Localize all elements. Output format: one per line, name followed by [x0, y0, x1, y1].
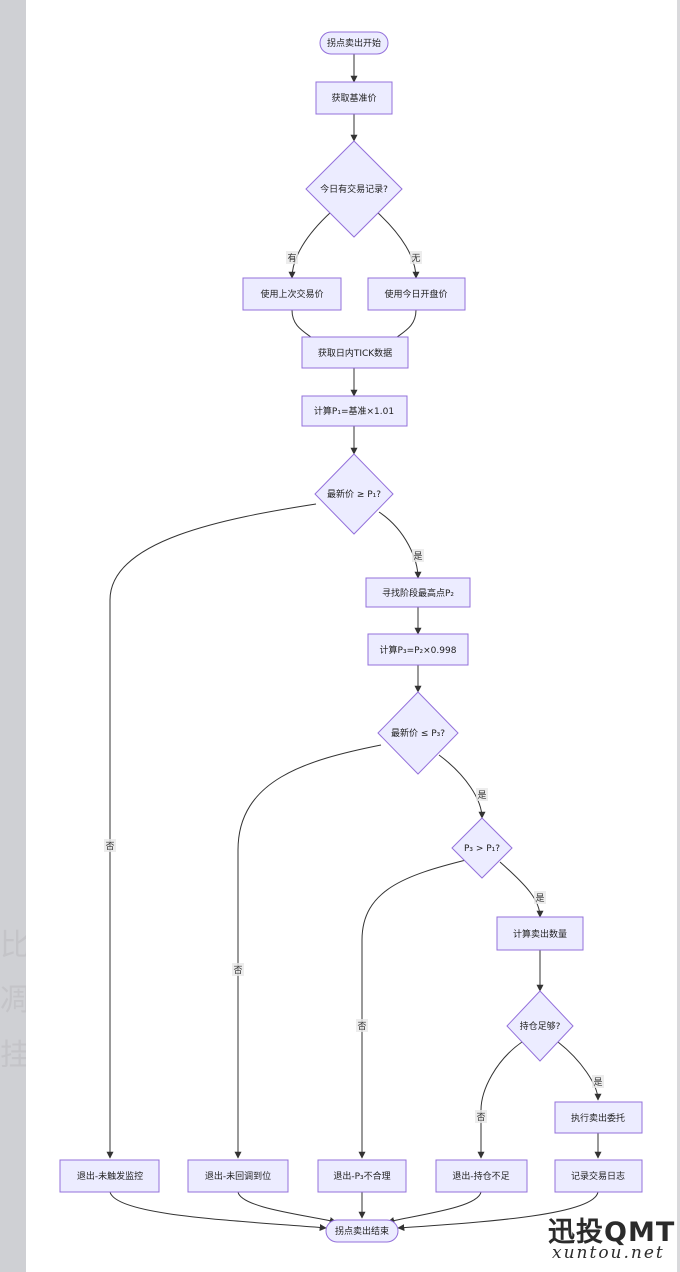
- node-get-tick: 获取日内TICK数据: [301, 336, 409, 369]
- edge-p3p1-no: [358, 859, 467, 1159]
- node-exec-sell: 执行卖出委托: [554, 1101, 643, 1134]
- node-cmp-p1-label: 最新价 ≥ P₁?: [327, 488, 381, 500]
- edge-label-no: 否: [233, 965, 242, 976]
- edge-decision-open: [376, 211, 420, 279]
- node-end-label: 拐点卖出结束: [335, 1225, 389, 1237]
- node-exit-p3-bad-label: 退出-P₃不合理: [333, 1170, 390, 1182]
- node-get-base-label: 获取基准价: [331, 92, 376, 104]
- node-has-trade: 今日有交易记录?: [305, 140, 403, 238]
- node-cmp-p3: 最新价 ≤ P₃?: [377, 691, 459, 775]
- node-start-label: 拐点卖出开始: [327, 37, 381, 49]
- edge-label-yes: 是: [535, 893, 544, 904]
- node-get-tick-label: 获取日内TICK数据: [318, 347, 392, 359]
- node-enough: 持仓足够?: [506, 990, 574, 1062]
- node-find-p2-label: 寻找阶段最高点P₂: [382, 587, 454, 599]
- node-use-last-label: 使用上次交易价: [260, 288, 323, 300]
- node-calc-p1-label: 计算P₁=基准×1.01: [314, 405, 394, 417]
- watermark-logo: 迅投QMT: [548, 1217, 676, 1248]
- node-calc-p3-label: 计算P₃=P₂×0.998: [380, 644, 457, 656]
- edge-enough-no: [477, 1041, 523, 1159]
- node-use-open: 使用今日开盘价: [367, 277, 466, 311]
- edge-label-no: 否: [105, 841, 114, 852]
- edge-label-has: 有: [287, 252, 296, 264]
- edge-exit1-end: [109, 1191, 327, 1231]
- node-cmp-p3p1: P₃ > P₁?: [451, 817, 513, 879]
- edge-label-yes: 是: [593, 1077, 602, 1088]
- node-end: 拐点卖出结束: [325, 1219, 399, 1243]
- edge-exit2-end: [237, 1191, 337, 1224]
- background-text: 挂: [0, 1038, 30, 1073]
- edge-label-no: 否: [476, 1112, 485, 1123]
- node-log-label: 记录交易日志: [571, 1170, 625, 1182]
- node-cmp-p3-label: 最新价 ≤ P₃?: [391, 727, 445, 739]
- node-exit-no-pullback: 退出-未回调到位: [187, 1159, 289, 1193]
- flowchart: 有 无 是 否 是 否 是 否 是 否 拐点卖出开始 获取基准价 今日有交易记录…: [59, 31, 643, 1243]
- background-text: 比: [0, 928, 30, 963]
- node-use-last: 使用上次交易价: [242, 277, 342, 311]
- edge-cmp-p1-yes: [378, 511, 422, 579]
- node-exit-no-position-label: 退出-持仓不足: [452, 1170, 509, 1182]
- edge-label-yes: 是: [477, 790, 486, 801]
- node-exit-no-position: 退出-持仓不足: [435, 1159, 528, 1193]
- edge-labels: 有 无 是 否 是 否 是 否 是 否: [104, 251, 604, 1123]
- node-find-p2: 寻找阶段最高点P₂: [365, 577, 471, 608]
- edge-exit4-end: [387, 1191, 482, 1224]
- node-get-base: 获取基准价: [315, 81, 393, 115]
- edge-label-yes: 是: [413, 551, 422, 562]
- node-exit-no-pullback-label: 退出-未回调到位: [205, 1170, 271, 1182]
- edge-log-end: [397, 1191, 599, 1232]
- node-exec-sell-label: 执行卖出委托: [571, 1112, 625, 1124]
- node-calc-qty-label: 计算卖出数量: [513, 928, 567, 940]
- edge-cmp-p1-no: [106, 503, 317, 1159]
- node-calc-p3: 计算P₃=P₂×0.998: [367, 633, 469, 666]
- edge-cmp-p3-no: [234, 744, 382, 1159]
- node-exit-no-trigger: 退出-未触发监控: [59, 1159, 160, 1193]
- node-cmp-p3p1-label: P₃ > P₁?: [464, 844, 500, 854]
- node-calc-qty: 计算卖出数量: [496, 916, 584, 951]
- edge-label-no: 否: [357, 1021, 366, 1032]
- node-start: 拐点卖出开始: [319, 31, 389, 55]
- edge-label-none: 无: [411, 253, 420, 264]
- flowchart-canvas: 有 无 是 否 是 否 是 否 是 否 拐点卖出开始 获取基准价 今日有交易记录…: [26, 0, 677, 1272]
- node-use-open-label: 使用今日开盘价: [384, 288, 447, 300]
- edge-enough-yes: [557, 1041, 602, 1101]
- background-text: 凋: [0, 983, 30, 1018]
- watermark-url: xuntou.net: [552, 1243, 665, 1263]
- edge-cmp-p3-yes: [438, 754, 486, 819]
- background-panel: [0, 0, 26, 1272]
- node-exit-p3-bad: 退出-P₃不合理: [317, 1159, 407, 1193]
- edge-decision-last: [288, 211, 332, 279]
- node-enough-label: 持仓足够?: [520, 1020, 561, 1032]
- edge-p3p1-yes: [499, 861, 544, 918]
- node-exit-no-trigger-label: 退出-未触发监控: [77, 1170, 143, 1182]
- node-log: 记录交易日志: [554, 1159, 643, 1193]
- node-cmp-p1: 最新价 ≥ P₁?: [314, 453, 394, 535]
- node-calc-p1: 计算P₁=基准×1.01: [301, 395, 408, 427]
- node-has-trade-label: 今日有交易记录?: [320, 183, 388, 195]
